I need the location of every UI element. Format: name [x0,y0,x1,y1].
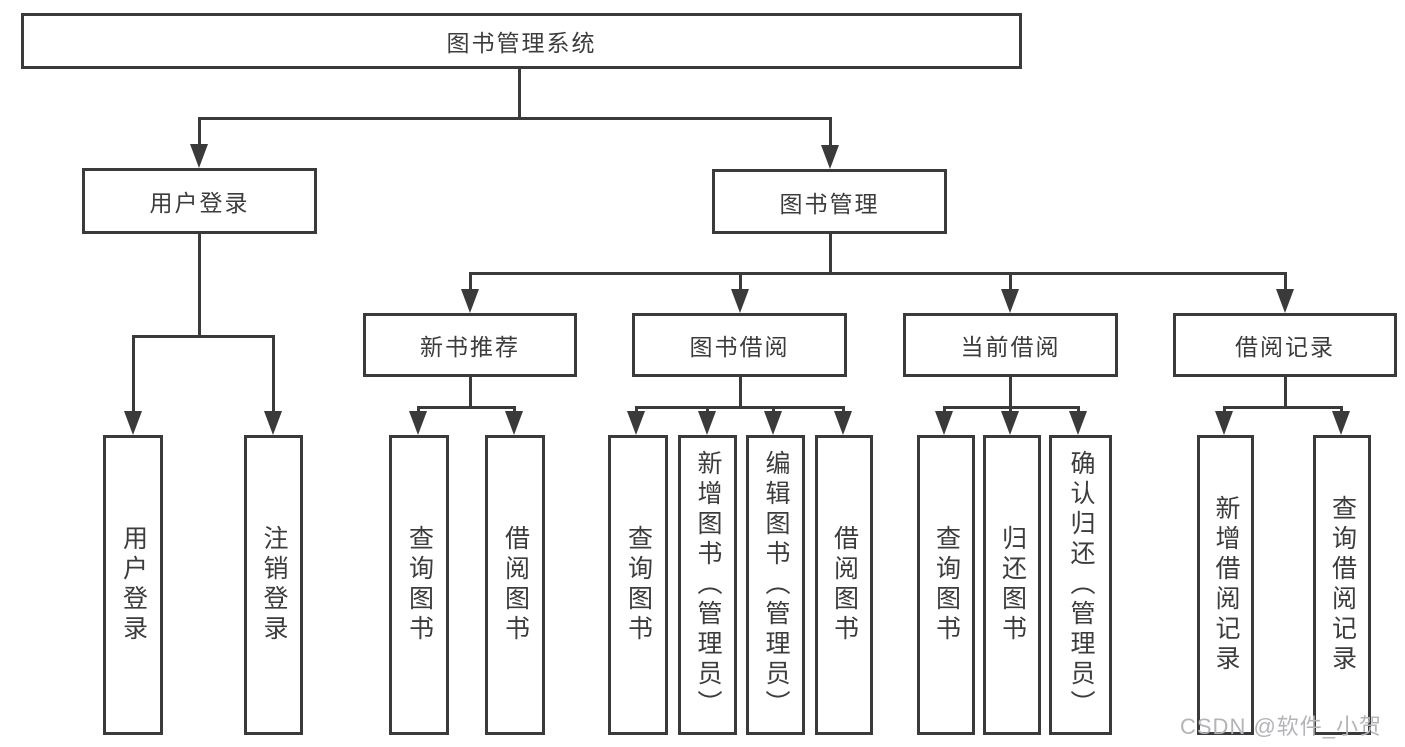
node-user-login: 用户登录 [82,168,317,234]
leaf-label: 借阅图书 [830,525,859,645]
arrowhead-icon [698,411,716,435]
arrowhead-icon [409,411,427,435]
arrowhead-icon [461,289,479,313]
root-node: 图书管理系统 [21,13,1022,69]
arrowhead-icon [731,289,749,313]
leaf-query-borrow-record: 查询借阅记录 [1313,435,1371,735]
node-label: 图书管理 [779,190,880,217]
node-label: 当前借阅 [960,334,1061,360]
connector-line [469,272,472,292]
node-current-borrow: 当前借阅 [903,313,1118,377]
leaf-label: 用户登录 [119,525,148,645]
connector-line [132,335,275,338]
connector-line [417,406,420,415]
leaf-label: 查询图书 [932,525,961,645]
connector-line [635,406,638,415]
connector-line [739,272,742,292]
arrowhead-icon [935,411,953,435]
connector-line [706,406,709,415]
arrowhead-icon [821,145,839,169]
connector-line [1223,406,1226,415]
connector-line [198,117,832,120]
leaf-query-books-recommend: 查询图书 [389,435,449,735]
leaf-add-book-admin: 新增图书（管理员） [678,435,737,735]
leaf-label: 借阅图书 [501,525,530,645]
connector-line [469,272,1286,275]
leaf-borrow-books-recommend: 借阅图书 [485,435,545,735]
leaf-query-books-current: 查询图书 [917,435,975,735]
connector-line [1009,272,1012,292]
node-label: 图书借阅 [689,334,790,360]
leaf-confirm-return-admin: 确认归还（管理员） [1049,435,1112,735]
node-label: 借阅记录 [1235,334,1335,360]
leaf-edit-book-admin: 编辑图书（管理员） [746,435,805,735]
node-label: 用户登录 [149,190,250,216]
arrowhead-icon [1276,289,1294,313]
leaf-label: 编辑图书（管理员） [762,450,790,720]
arrowhead-icon [1069,411,1087,435]
node-borrow-records: 借阅记录 [1173,313,1397,377]
connector-line [1284,377,1287,409]
leaf-return-book: 归还图书 [983,435,1041,735]
connector-line [132,335,135,413]
arrowhead-icon [505,411,523,435]
arrowhead-icon [264,411,282,435]
connector-line [417,406,516,409]
connector-line [829,117,832,146]
arrowhead-icon [834,411,852,435]
connector-line [1223,406,1343,409]
connector-line [635,406,845,409]
connector-line [518,69,521,119]
leaf-query-books-borrow: 查询图书 [608,435,668,735]
arrowhead-icon [1001,411,1019,435]
connector-line [513,406,516,415]
connector-line [469,377,472,409]
connector-line [272,335,275,413]
arrowhead-icon [627,411,645,435]
connector-line [943,406,946,415]
connector-line [1284,272,1287,292]
node-label: 新书推荐 [420,334,520,360]
leaf-label: 归还图书 [998,525,1027,645]
leaf-label: 查询借阅记录 [1328,495,1357,675]
leaf-label: 新增图书（管理员） [694,450,722,720]
connector-line [1009,406,1012,415]
leaf-label: 新增借阅记录 [1212,495,1240,675]
leaf-label: 注销登录 [260,525,288,645]
leaf-label: 查询图书 [405,525,434,645]
connector-line [198,117,201,145]
watermark: CSDN @软件_小贺同学 [1180,714,1383,747]
connector-line [739,377,742,409]
arrowhead-icon [124,411,142,435]
arrowhead-icon [1215,411,1233,435]
connector-line [198,233,201,338]
node-new-book-recommend: 新书推荐 [363,313,577,377]
connector-line [1009,377,1012,409]
node-book-management: 图书管理 [712,169,947,234]
connector-line [842,406,845,415]
node-book-borrow: 图书借阅 [632,313,847,377]
arrowhead-icon [190,144,208,168]
connector-line [829,234,832,275]
arrowhead-icon [1001,289,1019,313]
arrowhead-icon [1332,411,1350,435]
leaf-label: 确认归还（管理员） [1067,450,1095,720]
connector-line [772,406,775,415]
arrowhead-icon [764,411,782,435]
node-label: 图书管理系统 [446,30,597,56]
leaf-label: 查询图书 [624,525,653,645]
leaf-logout: 注销登录 [244,435,303,735]
leaf-borrow-books: 借阅图书 [815,435,873,735]
leaf-user-login: 用户登录 [103,435,163,735]
leaf-add-borrow-record: 新增借阅记录 [1197,435,1254,735]
connector-line [1340,406,1343,415]
connector-line [1077,406,1080,415]
